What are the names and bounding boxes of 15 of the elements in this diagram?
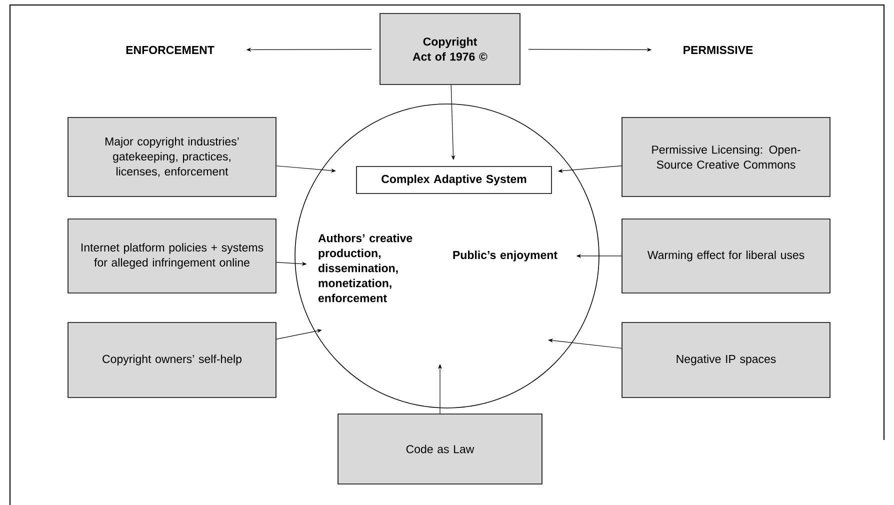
text-box: Internet platform policies + systems for alleged infringement online: [68, 218, 276, 294]
text-box: Copyright owners’ self-help: [68, 322, 276, 398]
text-box: Code as Law: [338, 414, 542, 484]
system-box: Complex Adaptive System: [356, 166, 552, 194]
system-circle: [294, 104, 600, 408]
text-box: Warming effect for liberal uses: [622, 218, 830, 294]
label-text: Authors’ creative production, dissemination, monetization, enforcement: [318, 234, 412, 302]
arrow: [276, 328, 322, 340]
text-box: Permissive Licensing: Open-Source Creative Commons: [622, 117, 830, 197]
text-box: Negative IP spaces: [622, 322, 830, 398]
text-box: Major copyright industries’ gatekeeping, practices, licenses, enforcement: [68, 117, 276, 197]
label-text: Public’s enjoyment: [453, 250, 558, 262]
label-text: ENFORCEMENT: [126, 46, 214, 54]
text-box: Copyright Act of 1976 ©: [380, 13, 520, 85]
label-text: PERMISSIVE: [684, 46, 753, 54]
